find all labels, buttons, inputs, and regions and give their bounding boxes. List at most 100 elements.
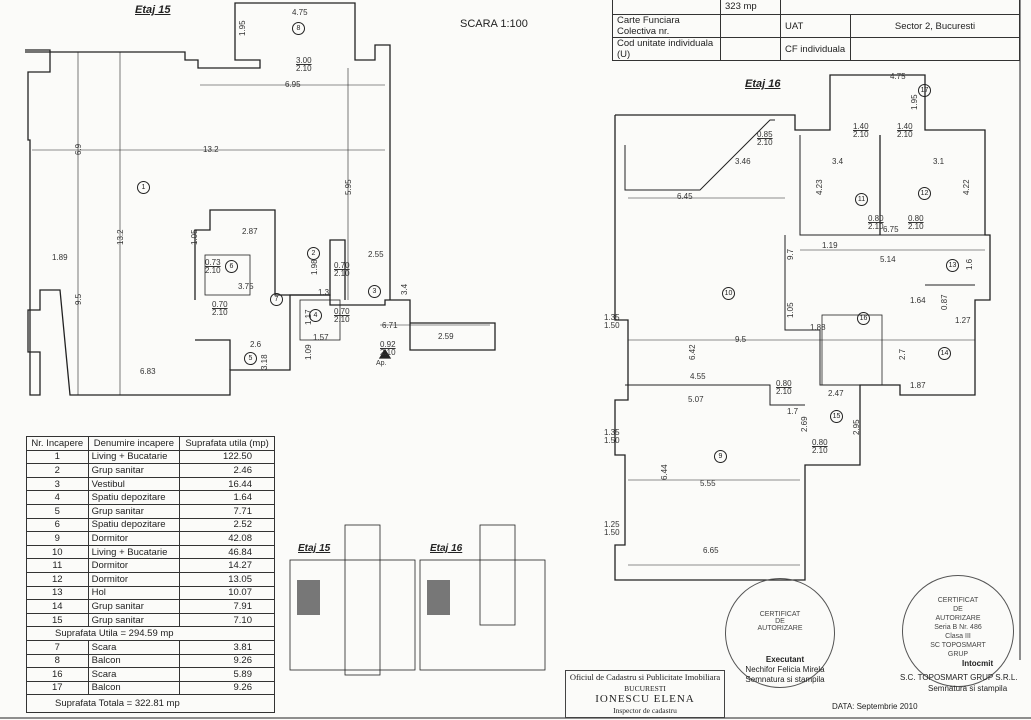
dimension: 3.1	[933, 157, 945, 166]
room-number-cell: 5	[26, 503, 89, 519]
dimension: 1.05	[190, 229, 199, 245]
dimension: 0.80	[868, 214, 884, 223]
dimension: 0.80	[776, 379, 792, 388]
cf-colectiva-label: Carte Funciara Colectiva nr.	[612, 14, 721, 38]
room-number-cell: 1	[26, 449, 89, 465]
stamp-text: Clasa III	[945, 633, 971, 640]
dimension: 0.92	[380, 340, 396, 349]
dimension: 9.5	[735, 335, 747, 344]
room-name-cell: Balcon	[87, 680, 181, 696]
etaj15-core-walls	[194, 209, 346, 300]
dimension: 6.75	[883, 225, 899, 234]
dimension: 1.95	[238, 20, 247, 36]
room-name-cell: Scara	[87, 639, 181, 655]
dimension: 1.50	[604, 321, 620, 330]
room-area-cell: 10.07	[179, 585, 275, 601]
dimension: 1.27	[955, 316, 971, 325]
dimension: 4.22	[962, 179, 971, 195]
room-number-cell: 6	[26, 517, 89, 533]
room-number-cell: 9	[26, 531, 89, 546]
dimension: 1.19	[822, 241, 838, 250]
dimension: 2.87	[242, 227, 258, 236]
dimension: 6.45	[677, 192, 693, 201]
room-number: 13	[946, 259, 959, 272]
room-number-cell: 16	[26, 667, 89, 682]
stamp-text: DE	[953, 606, 963, 613]
dimension: 2.55	[368, 250, 384, 259]
room-number: 10	[722, 287, 735, 300]
room-number-cell: 13	[26, 585, 89, 601]
stamp-text: SC TOPOSMART	[930, 642, 986, 649]
dimension: 2.10	[296, 64, 312, 73]
dimension: 6.83	[140, 367, 156, 376]
room-number-cell: 12	[26, 571, 89, 587]
key-plan-16	[419, 559, 546, 671]
column-header: Denumire incapere	[87, 436, 181, 451]
dimension: 1.40	[897, 122, 913, 131]
cf-individuala-label: CF individuala	[780, 37, 851, 61]
room-number-cell: 15	[26, 612, 89, 628]
room-number: 1	[137, 181, 150, 194]
dimension: 0.70	[212, 300, 228, 309]
dimension: 5.95	[344, 179, 353, 195]
room-number: 2	[307, 247, 320, 260]
dimension: 9.5	[74, 293, 83, 305]
room-name-cell: Dormitor	[87, 558, 181, 573]
total-row: Suprafata Totala = 322.81 mp	[26, 694, 275, 714]
executant-name: Nechifor Felicia Mirela	[745, 665, 825, 674]
dimension: 3.18	[260, 354, 269, 370]
dimension: 13.2	[116, 229, 125, 245]
dimension: 0.70	[334, 307, 350, 316]
dimension: 1.17	[304, 309, 313, 325]
room-number-cell: 4	[26, 490, 89, 505]
dimension: 1.3	[318, 288, 330, 297]
dimension: 2.10	[897, 130, 913, 139]
dimension: 5.14	[880, 255, 896, 264]
entrance-arrow	[378, 348, 392, 359]
executant-block: Executant Nechifor Felicia Mirela Semnat…	[740, 655, 830, 685]
uat-value: Sector 2, Bucuresti	[850, 14, 1020, 38]
dimension: 5.55	[700, 479, 716, 488]
dimension: 0.80	[812, 438, 828, 447]
dimension: 0.80	[908, 214, 924, 223]
room-name-cell: Living + Bucatarie	[87, 449, 181, 465]
dimension: 2.95	[852, 419, 861, 435]
key-plan-15	[289, 559, 416, 671]
ocpi-office: Oficiul de Cadastru si Publicitate Imobi…	[569, 672, 721, 682]
dimension: 2.6	[250, 340, 262, 349]
room-area-cell: 2.52	[179, 517, 275, 533]
dimension: 4.75	[292, 8, 308, 17]
room-area-cell: 7.91	[179, 599, 275, 614]
stamp-text: CERTIFICAT	[937, 597, 979, 604]
room-number: 16	[857, 312, 870, 325]
intocmit-sign-label: Semnatura si stampila	[928, 684, 1008, 693]
room-area-cell: 7.71	[179, 503, 275, 519]
uat-label: UAT	[780, 14, 851, 38]
dimension: 6.44	[660, 464, 669, 480]
room-area-cell: 3.81	[179, 639, 275, 655]
dimension: 0.70	[334, 261, 350, 270]
ocpi-inspector-name: IONESCU ELENA	[595, 693, 695, 705]
room-name-cell: Spatiu depozitare	[87, 517, 181, 533]
room-area-cell: 14.27	[179, 558, 275, 573]
dimension: 1.40	[853, 122, 869, 131]
dimension: 1.98	[310, 259, 319, 275]
dimension: 1.50	[604, 436, 620, 445]
dimension: 1.64	[910, 296, 926, 305]
etaj16-outer-wall	[614, 74, 991, 581]
room-area-cell: 13.05	[179, 571, 275, 587]
scale-label: SCARA 1:100	[460, 18, 528, 30]
area-value: 323 mp	[720, 0, 781, 15]
room-number: 14	[938, 347, 951, 360]
